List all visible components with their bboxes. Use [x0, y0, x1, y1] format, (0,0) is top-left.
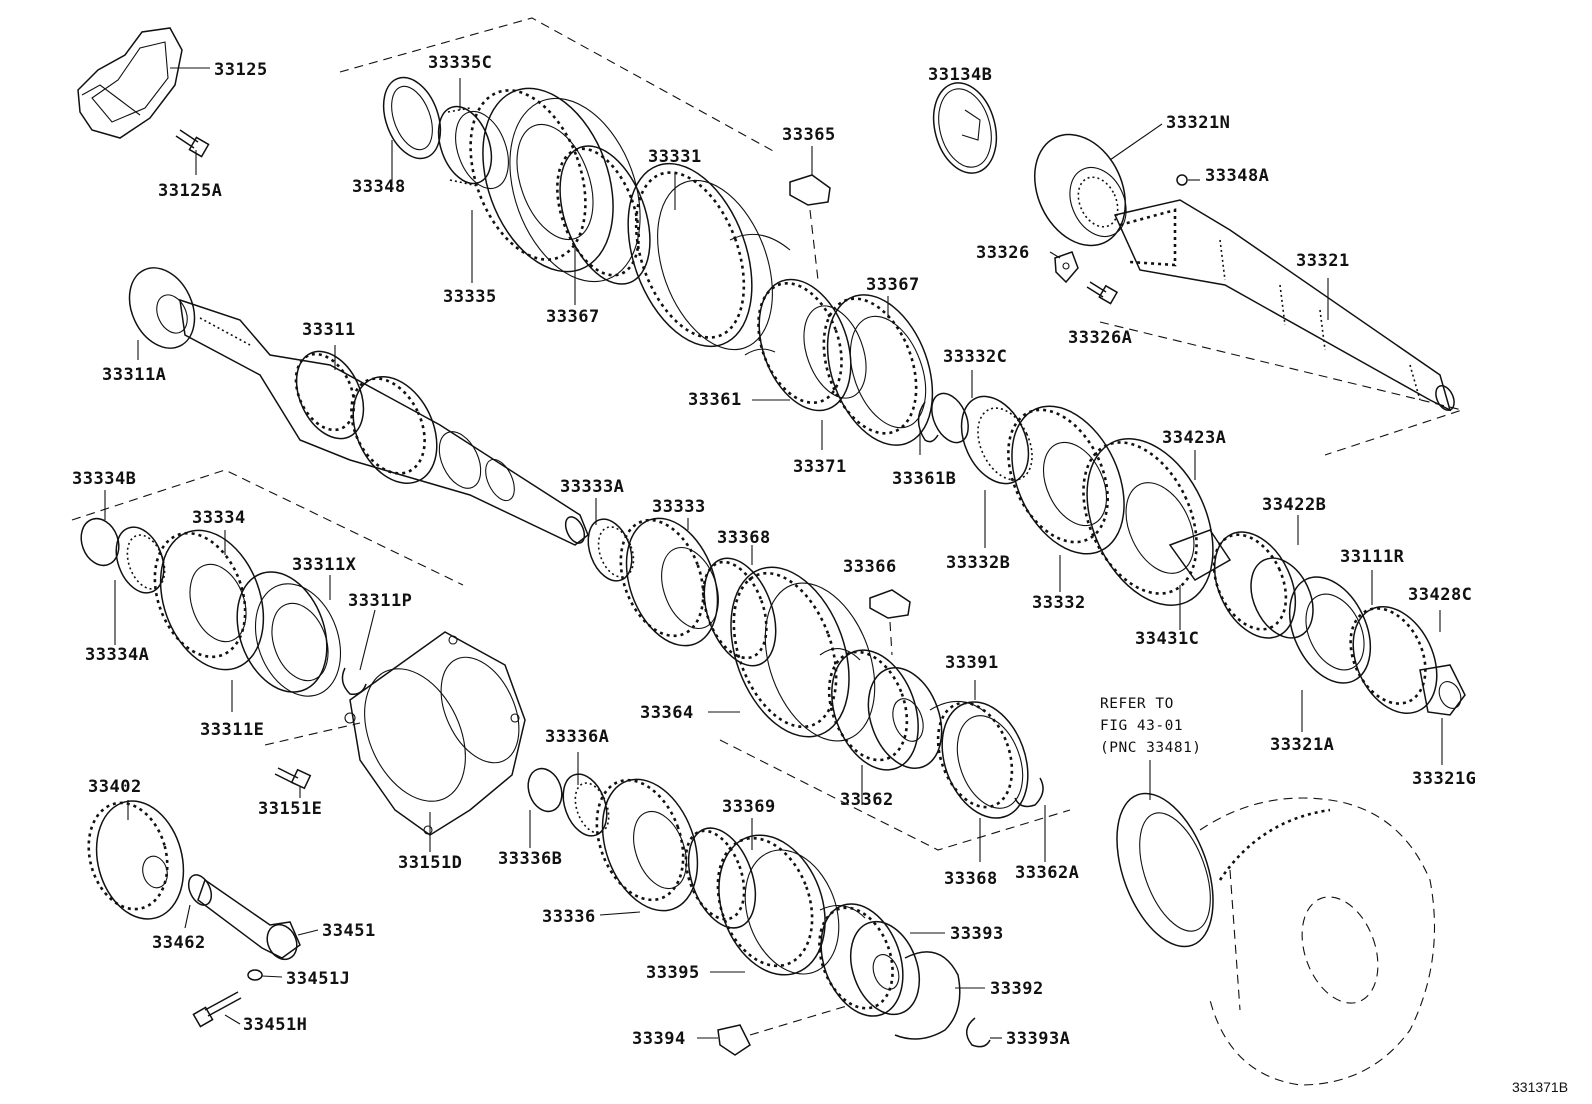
gasket-33151D-drawing: [344, 631, 526, 836]
part-label[interactable]: 33422B: [1262, 495, 1326, 515]
part-label[interactable]: 33423A: [1162, 428, 1226, 448]
part-label[interactable]: 33361: [688, 390, 742, 410]
part-label[interactable]: 33326: [976, 243, 1030, 263]
part-label[interactable]: 33462: [152, 933, 206, 953]
group-outlines: [71, 17, 1465, 851]
part-label[interactable]: 33371: [793, 457, 847, 477]
part-label[interactable]: 33321G: [1412, 769, 1476, 789]
part-label[interactable]: 33334B: [72, 469, 136, 489]
part-label[interactable]: 33125: [214, 60, 268, 80]
part-label[interactable]: 33368: [717, 528, 771, 548]
part-label[interactable]: 33336A: [545, 727, 609, 747]
leader-lines: [104, 67, 1443, 1039]
part-label[interactable]: 33451H: [243, 1015, 307, 1035]
part-label[interactable]: 33369: [722, 797, 776, 817]
left-mid-group-drawing: [80, 517, 367, 697]
part-label[interactable]: 33431C: [1135, 629, 1199, 649]
refer-note-line: REFER TO: [1100, 696, 1174, 712]
part-label[interactable]: 33366: [843, 557, 897, 577]
bracket-33125-drawing: [77, 27, 183, 139]
part-label[interactable]: 33321A: [1270, 735, 1334, 755]
refer-note: REFER TO FIG 43-01 (PNC 33481): [1100, 696, 1202, 756]
part-label[interactable]: 33311E: [200, 720, 264, 740]
part-label[interactable]: 33368: [944, 869, 998, 889]
part-label[interactable]: 33365: [782, 125, 836, 145]
output-shaft-33321-drawing: [1033, 133, 1455, 412]
part-label[interactable]: 33332: [1032, 593, 1086, 613]
part-label[interactable]: 33332B: [946, 553, 1010, 573]
part-label[interactable]: 33348A: [1205, 166, 1269, 186]
differential-reference-drawing: [1116, 792, 1436, 1086]
counter-gear-group-drawing: [917, 392, 1232, 606]
part-label[interactable]: 33134B: [928, 65, 992, 85]
key-33365-drawing: [789, 174, 831, 281]
part-label[interactable]: 33392: [990, 979, 1044, 999]
part-label[interactable]: 33402: [88, 777, 142, 797]
sleeve-group-33393-drawing: [717, 903, 991, 1056]
part-label[interactable]: 33428C: [1408, 585, 1472, 605]
part-label[interactable]: 33151D: [398, 853, 462, 873]
part-label[interactable]: 33331: [648, 147, 702, 167]
part-label[interactable]: 33311A: [102, 365, 166, 385]
part-label[interactable]: 33367: [546, 307, 600, 327]
part-label[interactable]: 33321N: [1166, 113, 1230, 133]
part-label[interactable]: 33348: [352, 177, 406, 197]
refer-note-line: FIG 43-01: [1100, 718, 1183, 734]
key-33366-drawing: [869, 589, 911, 656]
part-label[interactable]: 33336: [542, 907, 596, 927]
part-label[interactable]: 33395: [646, 963, 700, 983]
ball-33348A-drawing: [1176, 174, 1188, 186]
part-label[interactable]: 33451J: [286, 969, 350, 989]
cover-33134B-drawing: [932, 82, 998, 174]
part-label[interactable]: 33125A: [158, 181, 222, 201]
part-label[interactable]: 33391: [945, 653, 999, 673]
hub-group-33362-drawing: [827, 649, 1044, 819]
part-label[interactable]: 33362A: [1015, 863, 1079, 883]
reverse-idler-group-drawing: [87, 800, 301, 1028]
bolt-33326A-drawing: [1086, 281, 1119, 305]
bolt-33125A-drawing: [175, 129, 210, 158]
part-label[interactable]: 33393: [950, 924, 1004, 944]
part-label[interactable]: 33394: [632, 1029, 686, 1049]
lower-synchro-group-drawing: [527, 767, 866, 976]
part-label[interactable]: 33336B: [498, 849, 562, 869]
part-label[interactable]: 33451: [322, 921, 376, 941]
part-label[interactable]: 33111R: [1340, 547, 1405, 567]
upper-gear-group-drawing: [382, 76, 791, 351]
part-label[interactable]: 33334A: [85, 645, 149, 665]
part-label[interactable]: 33333A: [560, 477, 624, 497]
part-label[interactable]: 33321: [1296, 251, 1350, 271]
refer-note-line: (PNC 33481): [1100, 740, 1202, 756]
part-label[interactable]: 33311X: [292, 555, 357, 575]
part-label[interactable]: 33364: [640, 703, 694, 723]
part-label[interactable]: 33311P: [348, 591, 412, 611]
synchro-group-33364-drawing: [587, 517, 876, 742]
part-label[interactable]: 33335: [443, 287, 497, 307]
bolt-33151E-drawing: [274, 767, 312, 790]
part-label[interactable]: 33335C: [428, 53, 492, 73]
input-shaft-33311-drawing: [128, 267, 589, 546]
part-label[interactable]: 33333: [652, 497, 706, 517]
hub-group-33361-drawing: [744, 278, 934, 446]
part-label[interactable]: 33151E: [258, 799, 322, 819]
part-label[interactable]: 33361B: [892, 469, 956, 489]
part-label[interactable]: 33393A: [1006, 1029, 1070, 1049]
part-label[interactable]: 33311: [302, 320, 356, 340]
part-label[interactable]: 33334: [192, 508, 246, 528]
retainer-33326-drawing: [1054, 251, 1079, 284]
part-label[interactable]: 33326A: [1068, 328, 1132, 348]
part-label[interactable]: 33367: [866, 275, 920, 295]
part-labels: 33125 33125A 33335C 33348 33335 33331 33…: [72, 53, 1476, 1049]
part-label[interactable]: 33332C: [943, 347, 1007, 367]
rear-gear-group-drawing: [1212, 531, 1466, 716]
figure-code: 331371B: [1512, 1079, 1568, 1095]
part-label[interactable]: 33362: [840, 790, 894, 810]
